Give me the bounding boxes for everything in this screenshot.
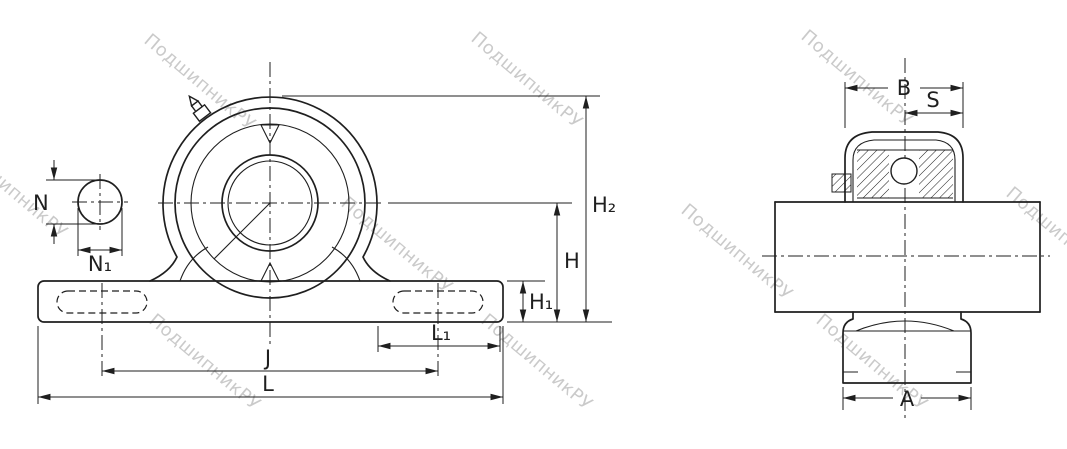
shaft [774,201,1041,313]
housing-arch-outline [149,96,391,282]
bearing-bore-inner [227,160,313,246]
bottom-lock-triangle [260,261,280,282]
watermark: ПодшипникРУ [677,200,797,305]
right-bolt-slot [392,290,484,314]
dim-label-H: H [564,249,580,273]
grease-fitting-tip [188,94,200,108]
bearing-cap-side [831,131,964,203]
dim-label-S: S [926,88,939,112]
dimension-J: J [102,346,438,375]
dim-label-A: A [900,387,915,411]
dim-label-H2: H₂ [592,193,616,217]
dimension-A: A [842,387,972,411]
right-ring-section-hatch [919,150,953,198]
side-centerlines [762,58,1050,422]
dim-label-B: B [897,76,911,100]
dimension-H2: H₂ [282,95,616,322]
side-view: B S A [762,58,1050,422]
base-profile [842,311,972,384]
dim-label-N1: N₁ [88,252,112,276]
grease-fitting [188,94,212,123]
dim-label-L1: L₁ [431,321,451,345]
watermark: ПодшипникРУ [467,28,587,133]
dimension-H: H [388,202,580,322]
cap-inner-profile [852,139,956,202]
bearing-ball [890,157,918,185]
set-screw [831,173,852,193]
radius-line [213,202,271,260]
left-bolt-slot [56,290,148,314]
cap-outer-profile [844,131,964,203]
dim-label-N: N [33,191,49,215]
dim-label-L: L [262,372,274,396]
dim-label-H1: H₁ [529,290,553,314]
watermark: ПодшипникРУ [477,310,597,415]
dimension-N1: N₁ [77,208,123,276]
dim-label-J: J [263,346,271,370]
dimension-L1: L₁ [377,321,501,352]
bearing-bore-circle [221,154,319,252]
base-arch-recess [855,320,955,332]
left-ring-section-hatch [857,150,889,198]
dimension-S: S [905,88,963,117]
bearing-outer-circle [174,107,366,299]
front-view: N N₁ H₁ H H₂ L₁ [33,62,616,404]
bearing-outer-ring [190,123,350,283]
bearing-front [174,107,366,299]
watermark: ПодшипникРУ [145,310,265,415]
dimension-N: N [33,160,96,244]
mounting-bolt-circle [77,179,123,225]
top-lock-triangle [260,124,280,145]
watermark: ПодшипникРУ [1002,183,1067,288]
housing-base-side [842,311,972,384]
dimension-L: L [37,326,504,404]
left-neck-rib [179,246,209,282]
dimension-B: B [844,76,964,128]
dimension-H1: H₁ [507,280,612,323]
right-neck-rib [331,246,361,282]
